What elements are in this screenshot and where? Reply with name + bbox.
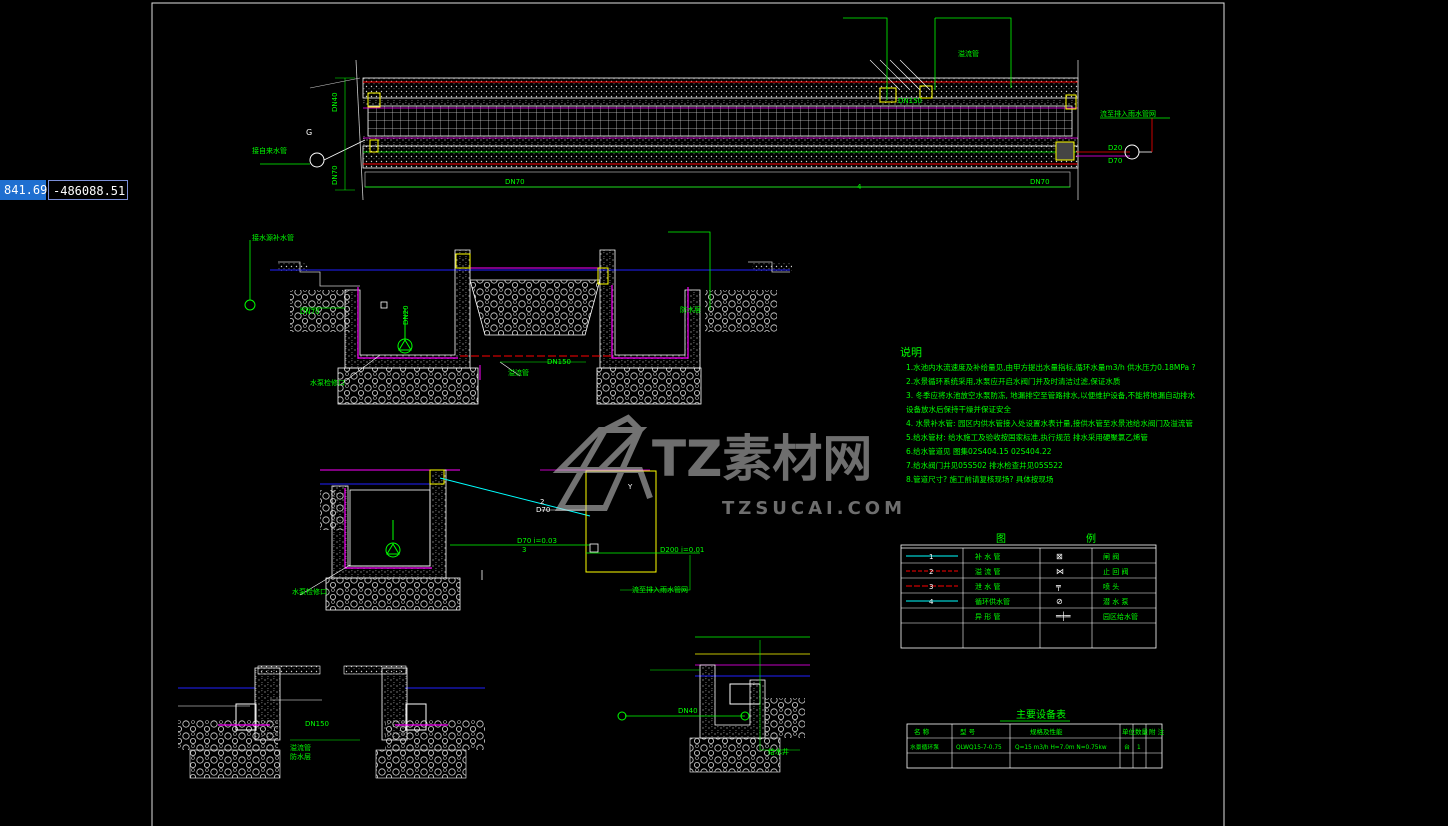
detail-a-label2: 防水层	[290, 752, 311, 761]
detail-a-label: 溢流管	[290, 743, 311, 752]
equipment-data-cell: 1	[1137, 745, 1141, 751]
equipment-header-cell: 单位	[1122, 727, 1136, 736]
legend-row-num: 3	[929, 583, 933, 591]
plan-dim-right-top: D20	[1108, 144, 1122, 152]
legend-row-symbol: ⋈	[1056, 567, 1064, 576]
plan-dim-bottom-left: DN70	[505, 178, 525, 186]
section2-letter: Y	[627, 483, 633, 491]
pool-plan-view	[260, 17, 1170, 201]
legend-row-name: 循环供水管	[975, 597, 1010, 606]
note-line: 2.水景循环系统采用,水泵应开启水阀门并及时清洁过滤,保证水质	[906, 376, 1121, 386]
equipment-header-cell: 数量	[1135, 727, 1149, 736]
section-1-drawing	[244, 231, 792, 405]
equipment-header-cell: 附 注	[1149, 727, 1165, 736]
watermark-logo	[552, 414, 653, 511]
watermark-brand: TZ素材网	[652, 430, 872, 488]
detail-b-label: 给水井	[768, 747, 789, 756]
section1-pump-label: DN20	[402, 305, 410, 325]
legend-rows: 1 补 水 管 ⊠ 闸 阀 2 溢 流 管 ⋈ 止 回 阀 3 泄 水 管 ╤ 喷 头 4 循环供水管 ⊘ 潜…	[929, 552, 1138, 621]
legend-table	[900, 544, 1157, 649]
legend-row-num: 1	[929, 553, 933, 561]
section2-bottom-label: 水泵检修口	[292, 587, 327, 596]
legend-row-num: 4	[929, 598, 934, 606]
section1-top-label: 接水源补水管	[252, 233, 294, 242]
section1-bottom-left: 水泵检修口	[310, 378, 345, 387]
plan-dim-left: DN40	[331, 92, 339, 112]
legend-title-right: 例	[1086, 532, 1096, 545]
plan-dim-mid: 4	[857, 183, 862, 191]
detail-a-dim: DN150	[305, 720, 329, 728]
plan-dim-pipe: DN150	[898, 97, 922, 105]
equipment-data-cell: 水景循环泵	[910, 743, 939, 751]
equipment-header-cell: 型 号	[960, 727, 976, 736]
equipment-header-cell: 名 称	[914, 727, 930, 736]
note-line: 7.给水阀门井见05S502 排水检查井见05S522	[906, 460, 1063, 470]
watermark-url: TZSUCAI.COM	[722, 498, 906, 519]
equipment-data-cell: QLWQ15-7-0.75	[956, 745, 1002, 751]
legend-row-desc: 止 回 阀	[1103, 567, 1128, 576]
section2-right-label: 流至排入雨水管网	[632, 585, 688, 594]
legend-row-symbol: ═╪═	[1055, 611, 1071, 621]
legend-row-desc: 潜 水 泵	[1103, 597, 1128, 606]
legend-row-desc: 园区给水管	[1103, 612, 1138, 621]
section1-right-label: 防水层	[680, 305, 701, 314]
section2-num2: 2	[540, 498, 544, 506]
legend-row-symbol: ⊘	[1056, 597, 1063, 606]
section2-dim1-num: 3	[522, 546, 526, 554]
note-line: 4. 水景补水管: 园区内供水管接入处设置水表计量,接供水管至水景池给水阀门及溢…	[906, 418, 1193, 428]
equipment-table	[906, 723, 1163, 769]
equipment-cells: 名 称 型 号 规格及性能 单位数量附 注水景循环泵 QLWQ15-7-0.75 Q=15…	[910, 727, 1165, 751]
drawing-frame	[151, 2, 1225, 826]
legend-title-left: 图	[996, 533, 1006, 545]
plan-dim-left2: DN70	[331, 165, 339, 185]
section1-bottom-mid: 溢流管	[508, 368, 529, 377]
coordinate-y-readout[interactable]: -486088.51	[48, 180, 128, 200]
legend-row-symbol: ╤	[1055, 582, 1061, 591]
plan-top-note: 溢流管	[958, 49, 979, 58]
plan-right-note: 流至排入雨水管网	[1100, 109, 1156, 118]
notes-list: 1.水池内水流速度及补给量见,由甲方提出水量指标,循环水量m3/h 供水压力0.…	[906, 362, 1196, 484]
equipment-title: 主要设备表	[1016, 708, 1066, 721]
section1-left-dim: DN70	[300, 308, 320, 316]
note-line: 6.给水管道见 图集02S404.15 02S404.22	[906, 446, 1052, 456]
equipment-data-cell: 台	[1124, 743, 1130, 751]
legend-row-desc: 闸 阀	[1103, 552, 1119, 561]
section2-dim2: D200 i=0.01	[660, 546, 704, 554]
equipment-data-cell: Q=15 m3/h H=7.0m N=0.75kw	[1015, 745, 1107, 751]
section2-d70: D70	[536, 506, 550, 514]
equipment-header-cell: 规格及性能	[1030, 727, 1063, 736]
section1-dim: DN150	[547, 358, 571, 366]
coordinate-x-readout[interactable]: 841.69	[0, 180, 47, 200]
legend-row-num: 2	[929, 568, 933, 576]
plan-dim-bottom-right: DN70	[1030, 178, 1050, 186]
plan-left-symbol: G	[306, 128, 312, 137]
note-line: 1.水池内水流速度及补给量见,由甲方提出水量指标,循环水量m3/h 供水压力0.…	[906, 362, 1196, 372]
legend-row-name: 溢 流 管	[975, 567, 1000, 576]
note-line: 3. 冬季应将水池放空水泵防冻, 地漏排空至管路排水,以便维护设备,不能将地漏自…	[906, 390, 1196, 400]
note-line: 8.管道尺寸? 施工前请复核现场? 具体按现场	[906, 474, 1054, 484]
legend-row-symbol: ⊠	[1056, 552, 1063, 561]
legend-row-desc: 喷 头	[1103, 582, 1119, 591]
plan-dim-right-bottom: D70	[1108, 157, 1122, 165]
note-line: 设备放水后保持干燥并保证安全	[906, 404, 1011, 414]
legend-row-name: 异 形 管	[975, 612, 1000, 621]
detail-drawings	[178, 636, 810, 779]
note-line: 5.给水管材: 给水施工及验收按国家标准,执行规范 排水采用硬聚氯乙烯管	[906, 432, 1148, 442]
plan-left-note: 接自来水管	[252, 146, 287, 155]
detail-b-dim: DN40	[678, 707, 698, 715]
notes-title: 说明	[900, 345, 922, 359]
legend-row-name: 补 水 管	[975, 552, 1000, 561]
section-2-drawing	[299, 469, 700, 611]
section2-dim1: D70 i=0.03	[517, 537, 557, 545]
legend-row-name: 泄 水 管	[975, 582, 1000, 591]
